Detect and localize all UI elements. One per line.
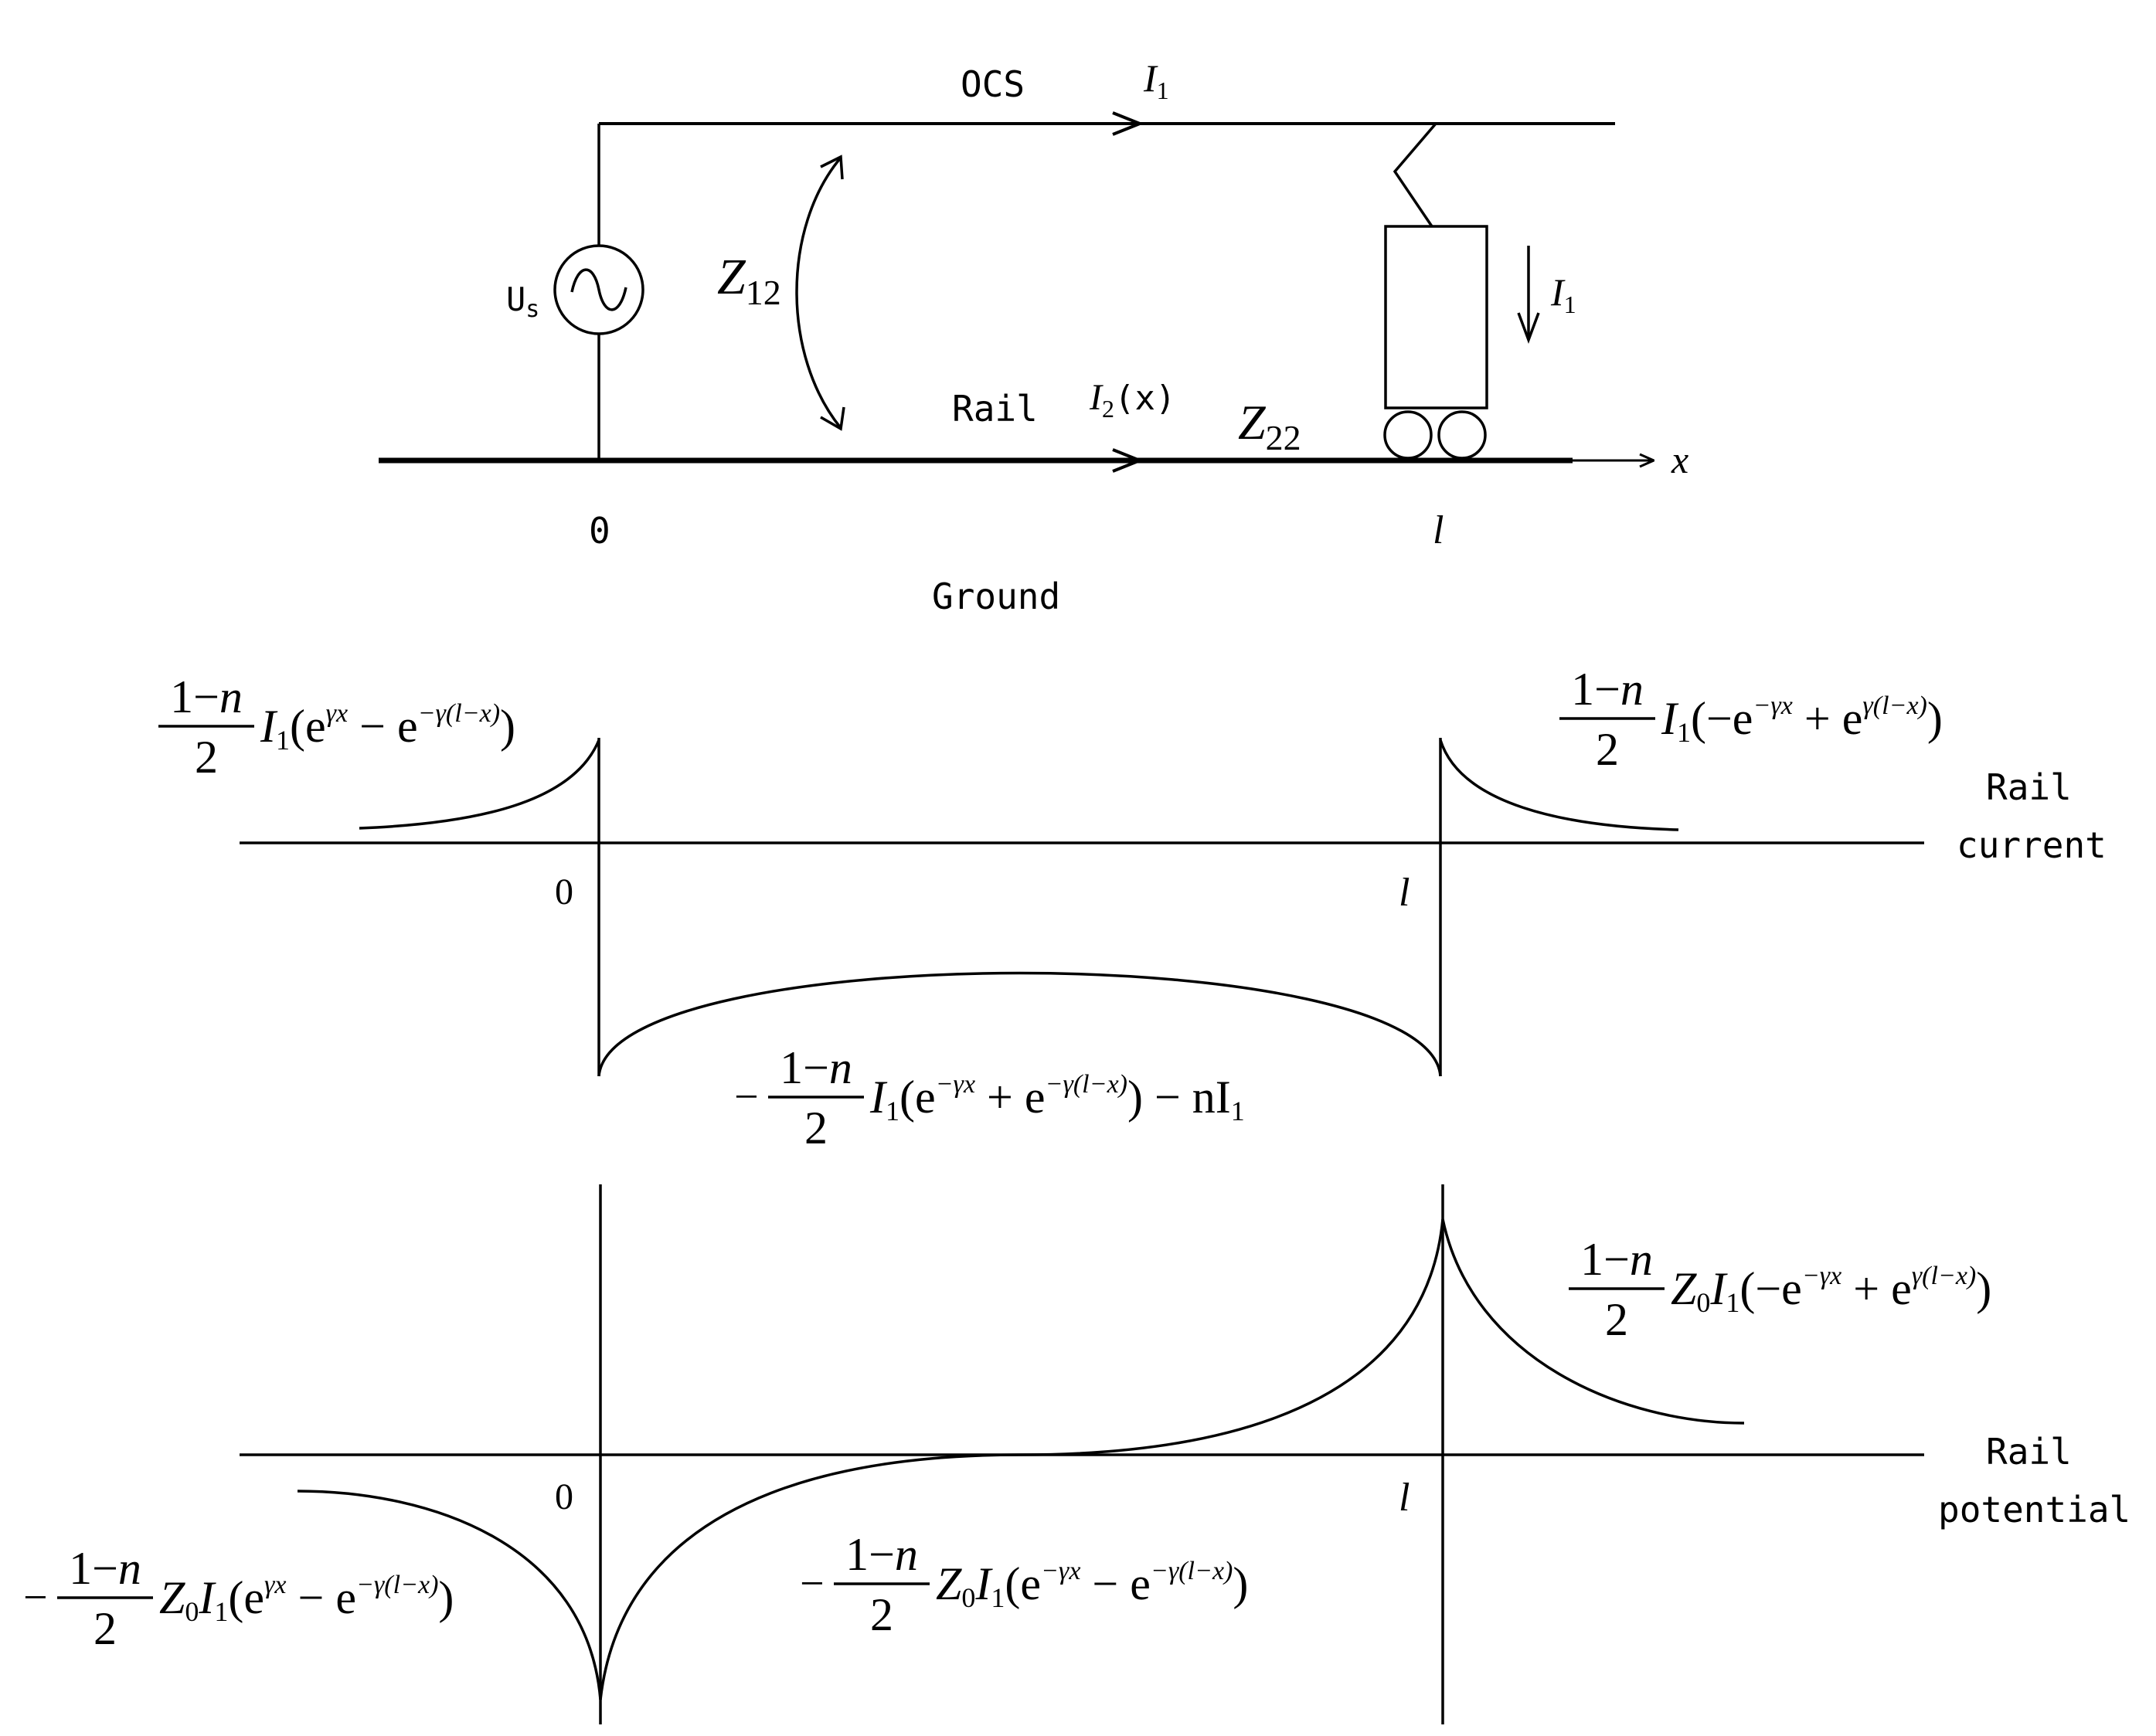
coupling-arrowhead-bottom — [820, 406, 845, 431]
current-middle-denominator: 2 — [804, 1102, 828, 1153]
circuit-length-label: l — [1433, 508, 1444, 552]
potential-middle-numerator: 1−n — [845, 1529, 918, 1580]
potential-axis-label-2: potential — [1938, 1489, 2130, 1530]
ocs-current-arrow — [1112, 111, 1144, 136]
current-left-denominator: 2 — [195, 732, 218, 783]
potential-formula-middle: −1−n 2 Z0I1(e−γx − e−γ(l−x)) — [800, 1529, 1248, 1640]
current-length-label: l — [1399, 871, 1410, 915]
current-middle-sign: − — [734, 1073, 759, 1121]
potential-right-denominator: 2 — [1605, 1294, 1628, 1345]
current-formula-middle: −1−n 2 I1(e−γx + e−γ(l−x)) − nI1 — [734, 1042, 1245, 1153]
potential-left-numerator: 1−n — [69, 1543, 141, 1594]
current-curve-middle — [597, 971, 1442, 1077]
rail-current-label: I2(x) — [1089, 377, 1175, 423]
current-formula-left: 1−n 2 I1(eγx − e−γ(l−x)) — [158, 671, 515, 783]
train-icon — [1383, 122, 1488, 460]
potential-left-body: Z0I1(eγx − e−γ(l−x)) — [159, 1571, 454, 1627]
current-middle-numerator: 1−n — [780, 1042, 852, 1093]
potential-formula-right: 1−n 2 Z0I1(−e−γx + eγ(l−x)) — [1569, 1234, 1991, 1345]
train-body — [1384, 225, 1488, 409]
current-axis-label-1: Rail — [1986, 766, 2072, 808]
current-left-numerator: 1−n — [170, 671, 243, 722]
ground-label: Ground — [932, 576, 1060, 617]
coupling-arrowhead-top — [820, 155, 844, 180]
train-current-arrowhead — [1517, 312, 1540, 345]
rail-potential-plot: 0 l Rail potential 1−n 2 Z0I1(−e−γx + eγ(l… — [23, 1184, 2130, 1724]
current-right-body: I1(−e−γx + eγ(l−x)) — [1661, 691, 1943, 748]
potential-left-denominator: 2 — [94, 1603, 117, 1654]
circuit-origin-label: 0 — [589, 510, 610, 552]
potential-formula-left: −1−n 2 Z0I1(eγx − e−γ(l−x)) — [23, 1543, 454, 1654]
potential-axis-label-1: Rail — [1986, 1431, 2072, 1473]
x-axis-label: x — [1671, 438, 1688, 481]
rail-impedance-label: Z22 — [1238, 395, 1301, 457]
current-origin-label: 0 — [555, 871, 573, 912]
ocs-label: OCS — [961, 63, 1025, 105]
potential-right-body: Z0I1(−e−γx + eγ(l−x)) — [1671, 1262, 1991, 1318]
current-right-denominator: 2 — [1596, 724, 1619, 775]
current-left-body: I1(eγx − e−γ(l−x)) — [260, 699, 515, 756]
current-formula-right: 1−n 2 I1(−e−γx + eγ(l−x)) — [1559, 664, 1943, 775]
potential-right-numerator: 1−n — [1580, 1234, 1653, 1285]
current-axis-label-2: current — [1957, 824, 2107, 866]
potential-left-sign: − — [23, 1574, 48, 1622]
potential-curve-middle — [599, 1218, 1444, 1700]
mutual-coupling-arrow — [795, 156, 842, 430]
train-current-label: I1 — [1550, 270, 1576, 318]
pantograph — [1393, 122, 1437, 227]
voltage-source-icon — [553, 244, 644, 335]
rail-label: Rail — [952, 388, 1038, 430]
potential-origin-label: 0 — [555, 1476, 573, 1517]
current-curve-right — [1439, 739, 1679, 831]
potential-middle-denominator: 2 — [870, 1589, 893, 1640]
potential-middle-body: Z0I1(e−γx − e−γ(l−x)) — [936, 1557, 1248, 1613]
circuit-diagram: OCS I1 Us Z12 Rail I2(x) Z22 x — [379, 56, 1688, 617]
mutual-impedance-label: Z12 — [717, 249, 781, 312]
potential-curve-left — [297, 1490, 602, 1700]
potential-curve-right — [1441, 1218, 1745, 1425]
current-right-numerator: 1−n — [1571, 664, 1644, 715]
train-wheel-left — [1383, 410, 1433, 460]
rail-current-arrow — [1112, 448, 1144, 473]
current-middle-body: I1(e−γx + e−γ(l−x)) − nI1 — [869, 1070, 1245, 1126]
ocs-current-label: I1 — [1143, 56, 1169, 104]
potential-middle-sign: − — [800, 1560, 825, 1608]
source-label: Us — [506, 280, 539, 323]
train-wheel-right — [1437, 410, 1487, 460]
potential-length-label: l — [1399, 1476, 1410, 1520]
current-curve-left — [359, 739, 600, 830]
